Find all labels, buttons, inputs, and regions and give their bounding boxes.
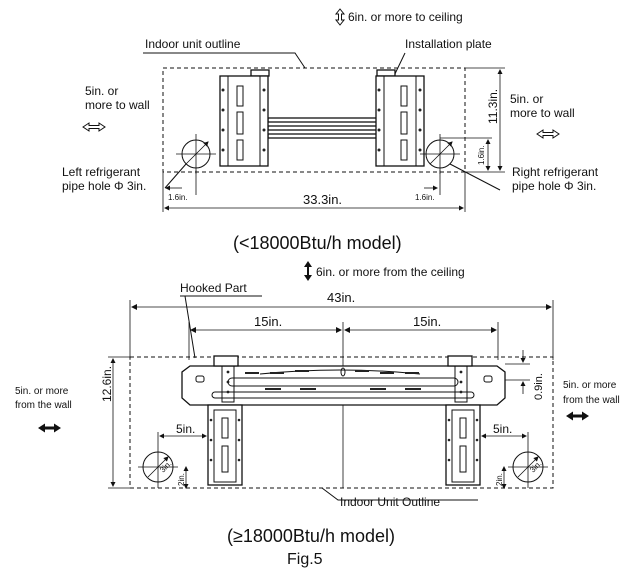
bottom-mounting-plate [181, 355, 506, 406]
bottom-right-span-label: 15in. [413, 314, 441, 329]
bottom-height-label: 12.6in. [100, 366, 114, 402]
bottom-top-offset-label: 0.9in. [533, 373, 545, 400]
top-height-dimension [465, 67, 505, 173]
bottom-outline-label: Indoor Unit Outline [340, 495, 440, 509]
top-outline-label: Indoor unit outline [145, 37, 241, 51]
bottom-right-pipe-hole [479, 432, 548, 489]
top-right-hole-line1: Right refrigerant [512, 165, 599, 179]
bottom-right-wall-line1: 5in. or more [563, 380, 617, 391]
top-height-label: 11.3in. [486, 89, 500, 124]
top-left-offset-label: 1.6in. [168, 193, 188, 202]
top-left-bracket [219, 69, 270, 167]
top-right-offset-label: 1.6in. [415, 193, 435, 202]
bottom-right-hole-height: 2in. [495, 473, 504, 486]
top-left-hole-line2: pipe hole Φ 3in. [62, 179, 146, 193]
top-right-pipe-hole [420, 134, 501, 191]
bottom-right-hole-offset: 5in. [493, 422, 512, 436]
top-offset-dimensions [162, 170, 466, 212]
bottom-width-label: 43in. [327, 290, 355, 305]
top-ceiling-note: 6in. or more to ceiling [348, 10, 463, 24]
bottom-left-hole-height: 2in. [177, 473, 186, 486]
top-left-wall-line2: more to wall [85, 98, 150, 112]
top-model-caption: (<18000Btu/h model) [233, 233, 402, 253]
top-right-wall-line2: more to wall [510, 106, 575, 120]
right-wall-arrow-icon [536, 129, 560, 139]
bottom-diagram: 6in. or more from the ceiling Hooked Par… [15, 261, 620, 546]
bottom-right-wall-arrow-icon [566, 411, 589, 421]
top-diagram: 6in. or more to ceiling Indoor unit outl… [62, 8, 599, 253]
left-wall-arrow-icon [82, 122, 106, 132]
bottom-outline-leader [321, 487, 478, 501]
bottom-left-span-label: 15in. [254, 314, 282, 329]
top-plate-label: Installation plate [405, 37, 492, 51]
bottom-hooked-label: Hooked Part [180, 281, 247, 295]
ceiling-arrow-icon [334, 8, 346, 26]
top-right-hole-line2: pipe hole Φ 3in. [512, 179, 596, 193]
bottom-left-hole-offset: 5in. [176, 422, 195, 436]
bottom-height-dimension [108, 356, 130, 489]
top-hole-height-label: 1.6in. [477, 145, 486, 165]
bottom-top-offset-dimension [505, 350, 530, 394]
top-outline-leader [143, 52, 306, 69]
top-hole-height-dimension [440, 137, 492, 171]
bottom-right-wall-line2: from the wall [563, 395, 620, 406]
bottom-left-wall-line1: 5in. or more [15, 386, 69, 397]
bottom-left-pipe-hole [138, 432, 209, 489]
ceiling-double-arrow-icon [304, 261, 312, 281]
figure-caption: Fig.5 [287, 551, 323, 568]
bottom-right-hole-dia: 3in. [528, 459, 543, 474]
bottom-hooked-leader [180, 295, 262, 359]
top-right-wall-line1: 5in. or [510, 92, 543, 106]
bottom-left-leg [207, 404, 243, 486]
top-right-bracket [375, 69, 425, 167]
top-left-hole-line1: Left refrigerant [62, 165, 141, 179]
bottom-left-wall-arrow-icon [38, 423, 61, 433]
bottom-model-caption: (≥18000Btu/h model) [227, 526, 395, 546]
top-plate-rails [267, 117, 379, 139]
bottom-ceiling-note: 6in. or more from the ceiling [316, 265, 465, 279]
top-left-wall-line1: 5in. or [85, 84, 118, 98]
top-unit-outline [162, 67, 466, 173]
bottom-left-wall-line2: from the wall [15, 400, 72, 411]
bottom-right-leg [445, 404, 481, 486]
bottom-unit-outline [129, 356, 554, 489]
top-left-pipe-hole [164, 134, 216, 189]
top-width-label: 33.3in. [303, 192, 342, 207]
bottom-left-hole-dia: 3in. [158, 459, 173, 474]
bottom-width-dimension [129, 300, 554, 360]
